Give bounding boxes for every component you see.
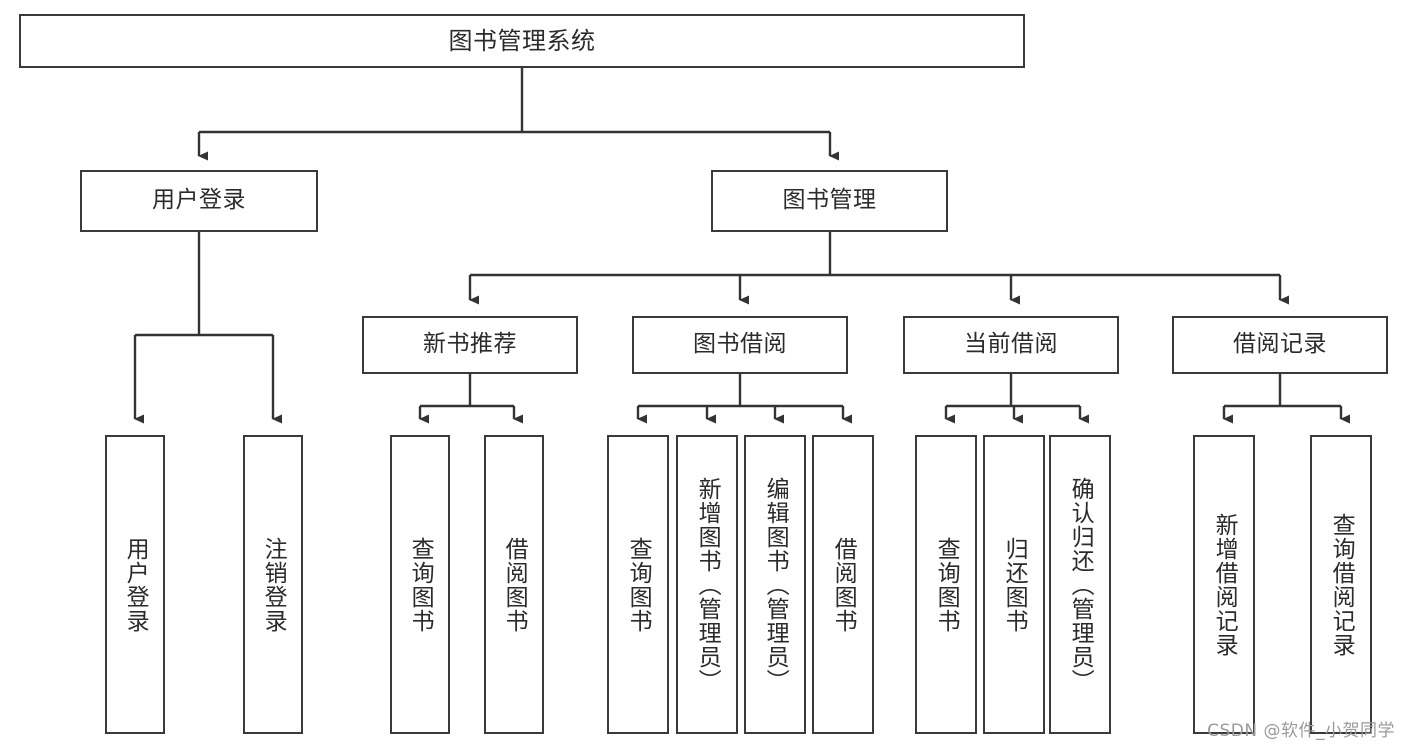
node-leaf-query-book-1[interactable]: 查询图书 [390,435,450,734]
node-leaf-query-book-2[interactable]: 查询图书 [607,435,669,734]
node-leaf-add-book[interactable]: 新增图书（管理员） [676,435,738,734]
node-label: 当前借阅 [964,331,1058,358]
node-label: 借阅记录 [1233,331,1327,358]
node-leaf-borrow-book-2[interactable]: 借阅图书 [812,435,874,734]
node-label: 借阅图书 [830,536,857,633]
node-label: 用户登录 [122,536,149,633]
node-new-book-recommend[interactable]: 新书推荐 [362,316,578,374]
node-leaf-borrow-book-1[interactable]: 借阅图书 [484,435,544,734]
node-label: 图书管理系统 [448,26,596,55]
node-label: 注销登录 [260,536,287,633]
node-leaf-edit-book[interactable]: 编辑图书（管理员） [744,435,806,734]
node-book-borrow[interactable]: 图书借阅 [632,316,848,374]
node-label: 新增借阅记录 [1211,512,1238,657]
node-current-borrow[interactable]: 当前借阅 [903,316,1119,374]
node-label: 用户登录 [152,187,246,214]
node-label: 图书借阅 [693,331,787,358]
node-book-manage[interactable]: 图书管理 [711,170,948,232]
node-label: 借阅图书 [501,536,528,633]
node-root-system[interactable]: 图书管理系统 [19,14,1025,68]
node-label: 归还图书 [1001,536,1028,633]
node-label: 查询图书 [625,536,652,633]
node-leaf-logout[interactable]: 注销登录 [243,435,303,734]
node-label: 图书管理 [782,187,877,214]
node-label: 查询图书 [407,536,434,633]
node-leaf-confirm-return[interactable]: 确认归还（管理员） [1049,435,1111,734]
node-label: 新增图书（管理员） [694,476,721,693]
node-label: 查询借阅记录 [1328,512,1355,657]
node-label: 新书推荐 [423,331,517,358]
node-label: 查询图书 [933,536,960,633]
node-leaf-add-record[interactable]: 新增借阅记录 [1193,435,1255,734]
node-user-login[interactable]: 用户登录 [80,170,318,232]
node-borrow-record[interactable]: 借阅记录 [1172,316,1388,374]
node-label: 确认归还（管理员） [1067,476,1094,693]
node-leaf-user-login[interactable]: 用户登录 [105,435,165,734]
node-leaf-query-record[interactable]: 查询借阅记录 [1310,435,1372,734]
watermark-text: CSDN @软件_小贺同学 [1207,721,1395,741]
node-label: 编辑图书（管理员） [762,476,789,693]
node-leaf-query-book-3[interactable]: 查询图书 [915,435,977,734]
node-leaf-return-book[interactable]: 归还图书 [983,435,1045,734]
